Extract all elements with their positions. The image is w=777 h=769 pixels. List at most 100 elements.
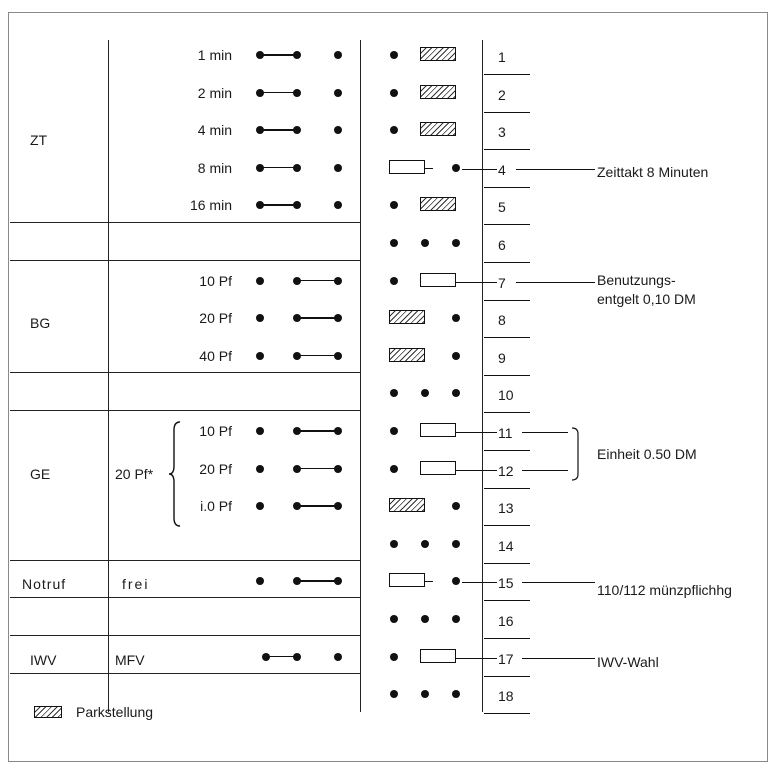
contact-dot (334, 163, 342, 172)
switch-box (420, 460, 456, 475)
row-separator (10, 260, 360, 261)
dot (452, 577, 460, 586)
contact-bridge (299, 317, 339, 319)
group-label-zt: ZT (30, 132, 48, 148)
contact-dot (262, 652, 270, 661)
contact-dot (293, 464, 301, 473)
dot (452, 239, 460, 247)
col-divider-middle (360, 40, 361, 712)
row-separator (10, 597, 360, 598)
row-number: 9 (498, 349, 506, 366)
contact-dot (334, 427, 342, 435)
row-value: 2 min (197, 84, 232, 101)
row-value: 10 Pf (199, 423, 232, 439)
row-separator (10, 222, 360, 223)
contact-dot (334, 652, 342, 661)
contact-dot (293, 201, 301, 210)
contact-dot (293, 163, 301, 172)
row-separator (10, 635, 360, 636)
park-box (389, 498, 425, 513)
dot (452, 389, 460, 398)
note-connector (456, 469, 497, 471)
group-label-bg: BG (30, 315, 51, 331)
legend-hatch-swatch (34, 706, 62, 718)
contact-dot (293, 427, 301, 435)
contact-dot (334, 351, 342, 360)
contact-bridge (299, 430, 339, 432)
row-separator (10, 560, 360, 561)
row-number: 14 (498, 537, 514, 554)
contact-dot (334, 502, 342, 511)
park-box (420, 122, 456, 137)
number-separator (484, 337, 530, 339)
switch-box (420, 423, 456, 437)
note-iwv: IWV-Wahl (597, 654, 659, 670)
contact-dot (256, 163, 264, 172)
number-separator (484, 262, 530, 263)
dot (390, 201, 398, 210)
number-separator (484, 74, 530, 75)
group-label-iwv: IWV (30, 652, 57, 668)
park-box (420, 47, 456, 61)
contact-bridge (262, 54, 296, 56)
col-divider-left (108, 40, 109, 712)
row-number: 3 (498, 124, 506, 141)
row-separator (10, 410, 360, 411)
switch-stem (425, 167, 433, 169)
number-separator (484, 600, 530, 602)
note-connector (456, 281, 497, 283)
contact-dot (293, 88, 301, 97)
contact-dot (256, 276, 264, 285)
contact-bridge (262, 129, 296, 131)
contact-dot (293, 126, 301, 135)
contact-dot (334, 126, 342, 135)
contact-bridge (262, 204, 296, 206)
row-separator (10, 673, 360, 674)
group-label-ge: GE (30, 466, 51, 482)
number-separator (484, 713, 530, 715)
contact-dot (256, 126, 264, 135)
contact-bridge (299, 354, 339, 357)
dot (390, 427, 398, 435)
contact-dot (256, 427, 264, 435)
number-separator (484, 450, 530, 451)
dot (452, 539, 460, 548)
note-connector (462, 582, 497, 584)
number-separator (484, 224, 530, 226)
row-separator (10, 372, 360, 373)
contact-dot (293, 502, 301, 511)
note-benutzungs: Benutzungs- (597, 272, 676, 288)
contact-dot (256, 51, 264, 59)
note-connector (516, 281, 595, 283)
contact-dot (293, 351, 301, 360)
switch-box (389, 159, 425, 174)
number-separator (484, 374, 530, 376)
contact-dot (256, 201, 264, 210)
dot (390, 239, 398, 247)
row-value: 10 Pf (199, 272, 232, 289)
dot (452, 314, 460, 323)
contact-dot (334, 201, 342, 210)
row-number: 1 (498, 49, 506, 65)
row-number: 13 (498, 500, 514, 517)
park-box (420, 197, 456, 212)
contact-dot (256, 88, 264, 97)
note-connector (516, 168, 595, 170)
note-connector (522, 582, 595, 584)
contact-dot (256, 314, 264, 323)
notruf-value: frei (122, 576, 150, 592)
contact-dot (334, 314, 342, 323)
note-zeittakt: Zeittakt 8 Minuten (597, 164, 709, 180)
group-label-ge-sub: 20 Pf* (115, 466, 154, 482)
switch-box (389, 573, 425, 588)
contact-dot (334, 88, 342, 97)
row-number: 4 (498, 161, 506, 178)
dot (390, 51, 398, 59)
number-separator (484, 638, 530, 639)
diagram-frame (8, 12, 768, 762)
row-number: 17 (498, 650, 514, 667)
note-connector (462, 168, 497, 170)
contact-dot (256, 502, 264, 511)
dot (390, 126, 398, 135)
col-divider-right (482, 40, 483, 712)
